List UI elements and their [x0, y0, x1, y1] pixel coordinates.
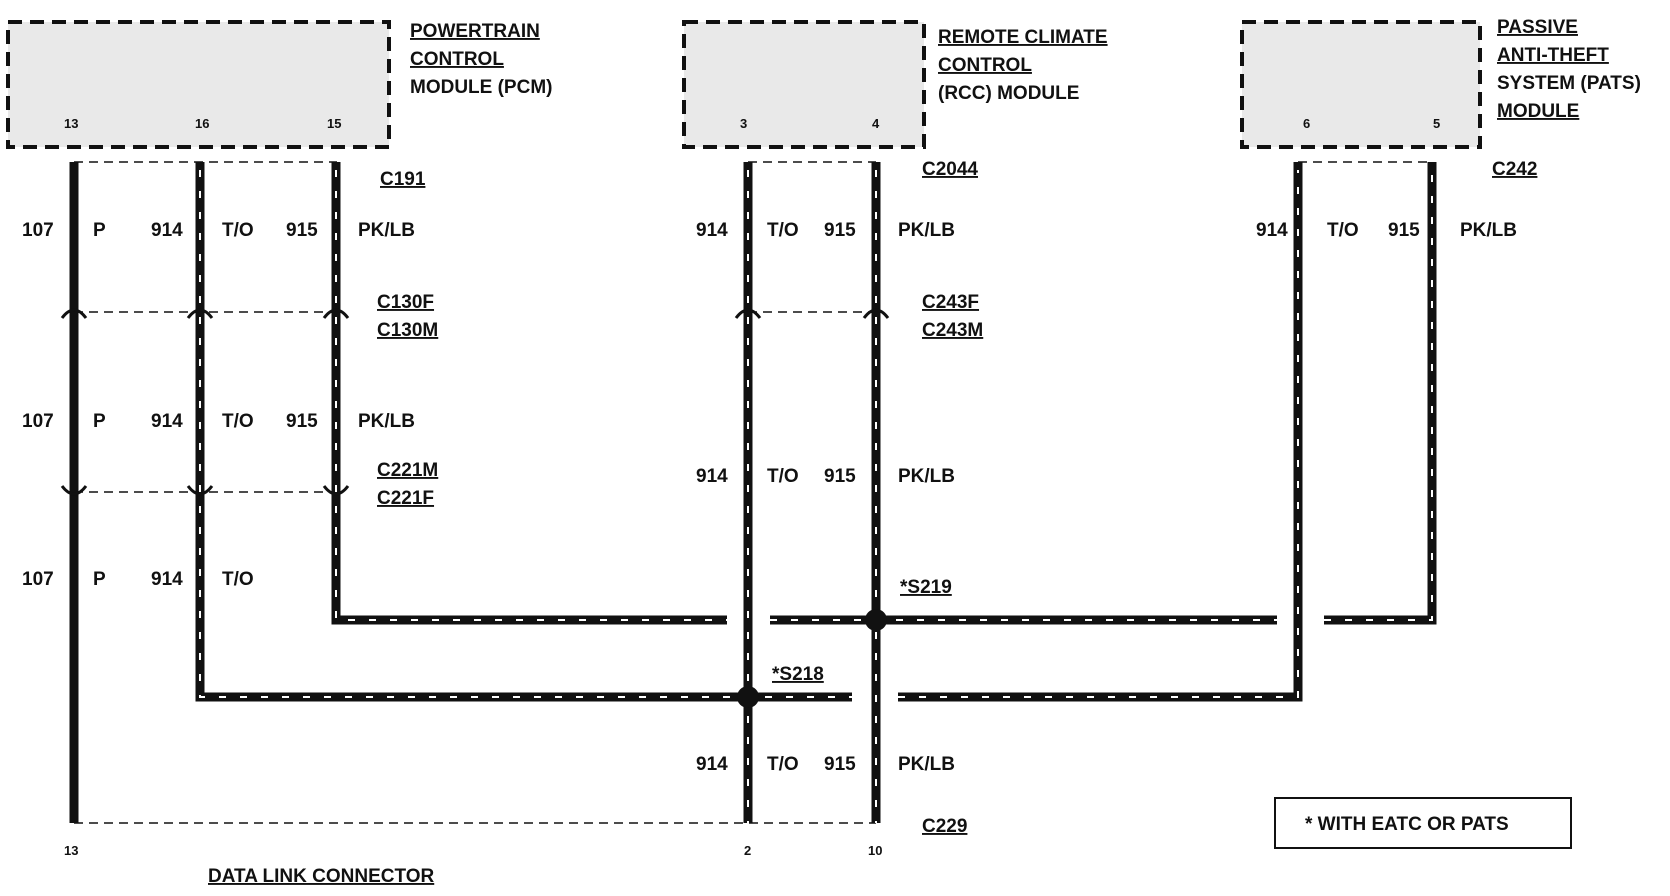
pcm-pin-15: 15 [327, 116, 341, 131]
pats-title: PASSIVE ANTI-THEFT SYSTEM (PATS) MODULE [1497, 17, 1641, 122]
wire-pklb-label-r2: PK/LB [358, 411, 415, 432]
wire-pklb-label-r1: PK/LB [358, 220, 415, 241]
wire-915-pats-stripe [1324, 170, 1433, 621]
pats-915-label: 915 [1388, 220, 1420, 241]
rcc-914-label-r2: 914 [696, 466, 728, 487]
legend-box [1274, 797, 1572, 849]
c130-break-107 [60, 308, 88, 319]
pats-title-line-2: ANTI-THEFT [1497, 45, 1609, 66]
splice-s218-label: *S218 [772, 664, 824, 685]
pats-914-label: 914 [1256, 220, 1288, 241]
connector-c2044: C2044 [922, 159, 978, 180]
wire-107-label-r1: 107 [22, 220, 54, 241]
splice-s219-dot [865, 609, 887, 631]
connector-break-marks [60, 308, 890, 496]
pats-title-line-4: MODULE [1497, 101, 1579, 122]
wire-914-label-r1: 914 [151, 220, 183, 241]
wire-914-label-r3: 914 [151, 569, 183, 590]
pcm-title-line-1: POWERTRAIN [410, 21, 540, 42]
connector-c221f: C221F [377, 488, 434, 509]
rcc-914-label-r1: 914 [696, 220, 728, 241]
connector-c243f: C243F [922, 292, 979, 313]
pcm-pin-13: 13 [64, 116, 78, 131]
c221-break-107 [60, 485, 88, 496]
pcm-title-line-3: MODULE (PCM) [410, 77, 552, 98]
pcm-title: POWERTRAIN CONTROL MODULE (PCM) [410, 21, 552, 98]
pcm-module-box [6, 20, 391, 149]
wire-107-label-r3: 107 [22, 569, 54, 590]
rcc-to-label-r1: T/O [767, 220, 799, 241]
dlc-pin-10: 10 [868, 843, 882, 858]
wire-914-pcm-stripe [199, 170, 852, 698]
wire-p-label-r1: P [93, 220, 106, 241]
pats-pklb-label: PK/LB [1460, 220, 1517, 241]
pats-to-label: T/O [1327, 220, 1359, 241]
rcc-915-label-r1: 915 [824, 220, 856, 241]
legend-text: * WITH EATC OR PATS [1305, 814, 1509, 835]
dlc-pin-13: 13 [64, 843, 78, 858]
wire-p-label-r2: P [93, 411, 106, 432]
rcc-pin-3: 3 [740, 116, 747, 131]
wire-to-label-r3: T/O [222, 569, 254, 590]
rcc-module-box [682, 20, 926, 149]
wire-915-pcm [331, 162, 727, 625]
connector-c130m: C130M [377, 320, 438, 341]
pcm-title-line-2: CONTROL [410, 49, 504, 70]
pats-module-box [1240, 20, 1482, 149]
pats-pin-5: 5 [1433, 116, 1440, 131]
c243-break-915 [862, 308, 890, 319]
connector-c191: C191 [380, 169, 426, 190]
rcc-914-label-r3: 914 [696, 754, 728, 775]
dlc-pin-2: 2 [744, 843, 751, 858]
rcc-pin-4: 4 [872, 116, 880, 131]
wire-915-label-r2: 915 [286, 411, 318, 432]
rcc-to-label-r2: T/O [767, 466, 799, 487]
c243-break-914 [734, 308, 762, 319]
wire-915-pcm-stripe [335, 170, 727, 621]
dlc-label: DATA LINK CONNECTOR [208, 866, 435, 887]
rcc-915-label-r3: 915 [824, 754, 856, 775]
connector-c229: C229 [922, 816, 967, 837]
wire-to-label-r1: T/O [222, 220, 254, 241]
rcc-title-line-1: REMOTE CLIMATE [938, 27, 1108, 48]
pcm-pin-16: 16 [195, 116, 209, 131]
connector-c221m: C221M [377, 460, 438, 481]
c130-break-914 [186, 308, 214, 319]
wire-914-label-r2: 914 [151, 411, 183, 432]
rcc-pklb-label-r1: PK/LB [898, 220, 955, 241]
splice-s219-label: *S219 [900, 577, 952, 598]
c130-break-915 [322, 308, 350, 319]
c221-break-915 [322, 485, 350, 496]
rcc-to-label-r3: T/O [767, 754, 799, 775]
pats-title-line-3: SYSTEM (PATS) [1497, 73, 1641, 94]
rcc-title-line-2: CONTROL [938, 55, 1032, 76]
wire-915-label-r1: 915 [286, 220, 318, 241]
rcc-915-label-r2: 915 [824, 466, 856, 487]
wire-914-pats-stripe [898, 170, 1299, 698]
connector-c130f: C130F [377, 292, 434, 313]
rcc-pklb-label-r2: PK/LB [898, 466, 955, 487]
c221-break-914 [186, 485, 214, 496]
splice-s218-dot [737, 686, 759, 708]
rcc-title-line-3: (RCC) MODULE [938, 83, 1079, 104]
pats-pin-6: 6 [1303, 116, 1310, 131]
rcc-pklb-label-r3: PK/LB [898, 754, 955, 775]
wire-to-label-r2: T/O [222, 411, 254, 432]
wire-p-label-r3: P [93, 569, 106, 590]
rcc-title: REMOTE CLIMATE CONTROL (RCC) MODULE [938, 27, 1108, 104]
connector-c242: C242 [1492, 159, 1537, 180]
connector-c243m: C243M [922, 320, 983, 341]
pats-title-line-1: PASSIVE [1497, 17, 1578, 38]
wire-107-label-r2: 107 [22, 411, 54, 432]
